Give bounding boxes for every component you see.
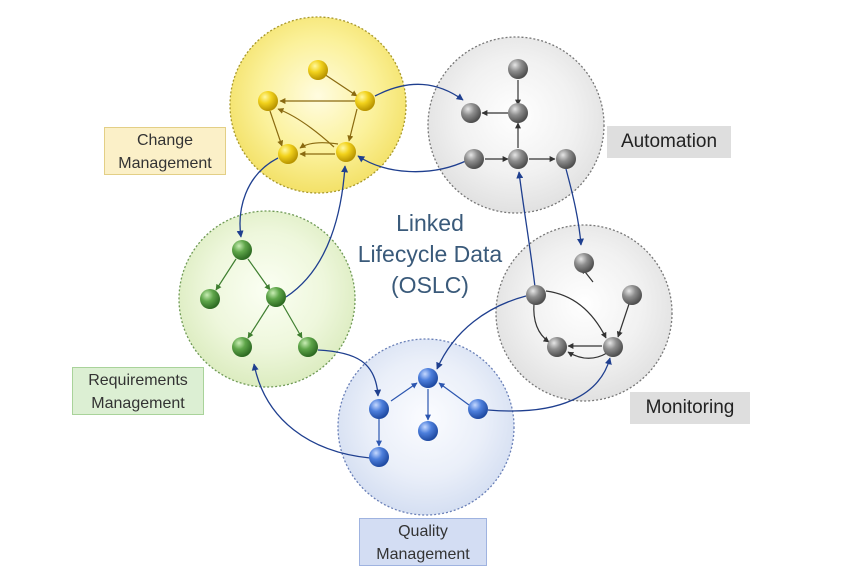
automation-node — [508, 149, 528, 169]
link-automation-to-monitoring — [565, 168, 584, 246]
change-node — [308, 60, 328, 80]
label-line: Automation — [620, 131, 718, 152]
monitoring-edges — [533, 267, 630, 359]
quality-node — [418, 368, 438, 388]
label-line: Requirements — [88, 372, 188, 389]
quality-node — [468, 399, 488, 419]
link-quality-to-monitoring — [487, 357, 612, 412]
requirements-edges — [215, 258, 303, 339]
quality-management-label: Quality Management — [359, 518, 487, 566]
requirements-node — [232, 240, 252, 260]
requirements-node — [298, 337, 318, 357]
automation-label: Automation — [607, 126, 731, 158]
quality-node — [369, 399, 389, 419]
monitoring-node — [526, 285, 546, 305]
monitoring-node — [622, 285, 642, 305]
link-requirements-to-change — [285, 165, 349, 298]
automation-nodes — [461, 59, 576, 169]
automation-node — [508, 103, 528, 123]
change-node — [355, 91, 375, 111]
monitoring-node — [547, 337, 567, 357]
label-line: Monitoring — [645, 397, 735, 418]
change-management-label: Change Management — [104, 127, 226, 175]
requirements-node — [200, 289, 220, 309]
requirements-management-label: Requirements Management — [72, 367, 204, 415]
label-line: Change — [136, 132, 194, 149]
link-quality-to-requirements — [251, 363, 371, 459]
label-line: Management — [118, 155, 212, 172]
monitoring-label: Monitoring — [630, 392, 750, 424]
monitoring-nodes — [526, 253, 642, 357]
change-edges — [269, 69, 358, 157]
link-change-to-automation — [374, 83, 464, 101]
automation-edges — [481, 80, 556, 162]
link-automation-to-change — [357, 155, 469, 173]
monitoring-node — [603, 337, 623, 357]
link-monitoring-to-quality — [436, 295, 527, 370]
quality-node — [418, 421, 438, 441]
automation-node — [464, 149, 484, 169]
monitoring-node — [574, 253, 594, 273]
link-change-to-requirements — [236, 157, 279, 238]
automation-node — [461, 103, 481, 123]
change-node — [258, 91, 278, 111]
automation-node — [556, 149, 576, 169]
link-requirements-to-quality — [317, 349, 382, 397]
link-monitoring-to-automation — [516, 171, 536, 288]
requirements-node — [232, 337, 252, 357]
change-node — [278, 144, 298, 164]
quality-edges — [376, 382, 470, 447]
requirements-node — [266, 287, 286, 307]
change-nodes — [258, 60, 375, 164]
cross-domain-links — [236, 83, 612, 459]
label-line: Quality — [398, 523, 448, 540]
monitoring-domain-circle — [495, 224, 673, 402]
center-title: Linked Lifecycle Data (OSLC) — [330, 208, 530, 301]
label-line: Management — [376, 546, 470, 563]
quality-node — [369, 447, 389, 467]
quality-nodes — [369, 368, 488, 467]
requirements-nodes — [200, 240, 318, 357]
center-title-line: Lifecycle Data — [357, 241, 503, 267]
label-line: Management — [91, 395, 185, 412]
center-title-line: (OSLC) — [391, 272, 469, 298]
change-domain-circle — [229, 16, 407, 194]
center-title-line: Linked — [396, 210, 464, 236]
change-node — [336, 142, 356, 162]
automation-node — [508, 59, 528, 79]
